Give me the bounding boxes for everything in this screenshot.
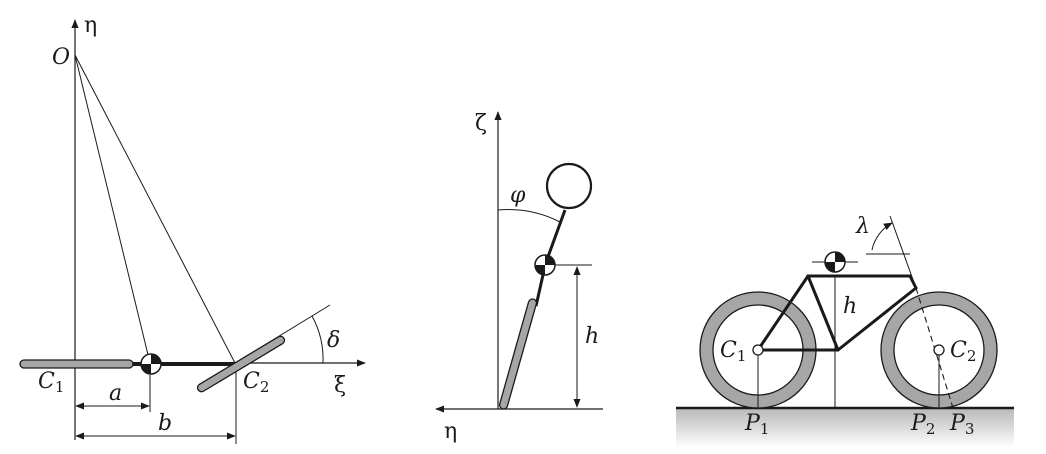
wheel-side [498,298,538,410]
steer-angle-label: δ [327,328,340,353]
front-wheel-label: C2 [243,369,269,396]
rear-hub-label: C1 [720,338,746,365]
head-angle-label: λ [855,214,870,239]
center-of-mass-symbol-a [140,353,162,375]
steer-angle-arc [311,315,324,364]
dimension-b-label: b [158,411,172,436]
rear-wheel-label: C1 [38,369,64,396]
head-angle-arc [871,222,893,251]
dimension-a-label: a [109,381,122,406]
rear-hub [752,344,764,356]
front-hub [933,344,945,356]
ray-to-front-wheel [74,54,236,364]
bicycle-frame [756,274,918,352]
zeta-axis-label: ζ [475,111,487,136]
top-view-panel: O η ξ C1 C2 a b δ [19,13,366,444]
contact-point-3-label: P3 [949,411,974,438]
origin-label: O [52,45,70,70]
rear-wheel-top [19,359,134,369]
eta-axis-label-b: η [444,419,457,444]
xi-axis-label: ξ [334,373,346,398]
rider-head [545,162,593,210]
eta-axis-label: η [84,13,97,38]
side-view-panel: λ h C1 C2 P1 P2 P3 [676,214,1014,448]
height-label-c: h [843,294,857,319]
contact-point-2-label: P2 [910,411,935,438]
center-of-mass-symbol-b [534,254,556,276]
height-label-b: h [585,324,599,349]
ground [676,408,1014,448]
contact-point-1-label: P1 [744,411,769,438]
front-wheel-top [196,335,286,393]
front-hub-label: C2 [950,338,976,365]
lean-angle-arc [497,209,561,223]
ray-to-center-of-mass [74,54,151,364]
lean-angle-label: φ [510,183,526,208]
rear-view-panel: ζ η φ h [435,111,603,444]
center-of-mass-symbol-c [824,251,846,273]
